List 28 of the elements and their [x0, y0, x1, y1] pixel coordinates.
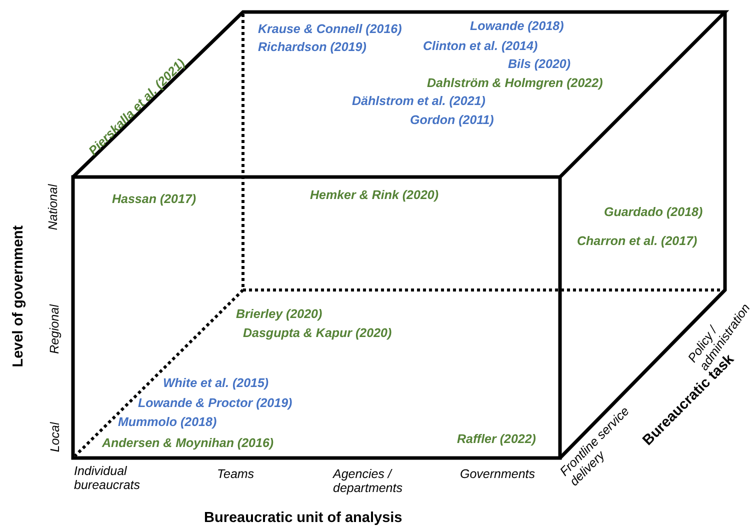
axis-tick-label: Agencies / departments	[333, 467, 404, 496]
axis-tick-label: Governments	[460, 467, 536, 482]
citation-label: Brierley (2020)	[236, 307, 322, 322]
citation-label: Krause & Connell (2016)	[258, 22, 402, 36]
citation-label: Hemker & Rink (2020)	[310, 188, 439, 202]
citation-label: Dasgupta & Kapur (2020)	[243, 326, 392, 340]
axis-tick-label: Teams	[217, 467, 254, 482]
axis-title: Bureaucratic unit of analysis	[204, 510, 402, 527]
citation-label: Raffler (2022)	[457, 432, 536, 446]
citation-label: Andersen & Moynihan (2016)	[102, 436, 274, 450]
citation-label: Hassan (2017)	[112, 192, 196, 206]
citation-label: Gordon (2011)	[410, 113, 494, 128]
citation-label: Richardson (2019)	[258, 40, 366, 54]
citation-label: Guardado (2018)	[604, 205, 703, 220]
citation-label: Lowande & Proctor (2019)	[138, 396, 292, 410]
citation-label: Clinton et al. (2014)	[423, 39, 538, 54]
axis-tick-label: Individual bureaucrats	[74, 464, 142, 493]
axis-tick-label: Regional	[47, 304, 62, 354]
citation-label: Dählstrom et al. (2021)	[352, 94, 486, 108]
citation-label: Lowande (2018)	[470, 19, 564, 34]
axis-tick-label: National	[46, 184, 60, 230]
citation-label: Dahlström & Holmgren (2022)	[427, 76, 603, 90]
citation-label: White et al. (2015)	[163, 376, 269, 390]
axis-tick-label: Local	[48, 422, 62, 452]
citation-label: Mummolo (2018)	[118, 415, 217, 430]
citation-label: Bils (2020)	[508, 57, 571, 72]
citation-label: Charron et al. (2017)	[577, 234, 698, 248]
axis-title: Level of government	[10, 225, 28, 368]
